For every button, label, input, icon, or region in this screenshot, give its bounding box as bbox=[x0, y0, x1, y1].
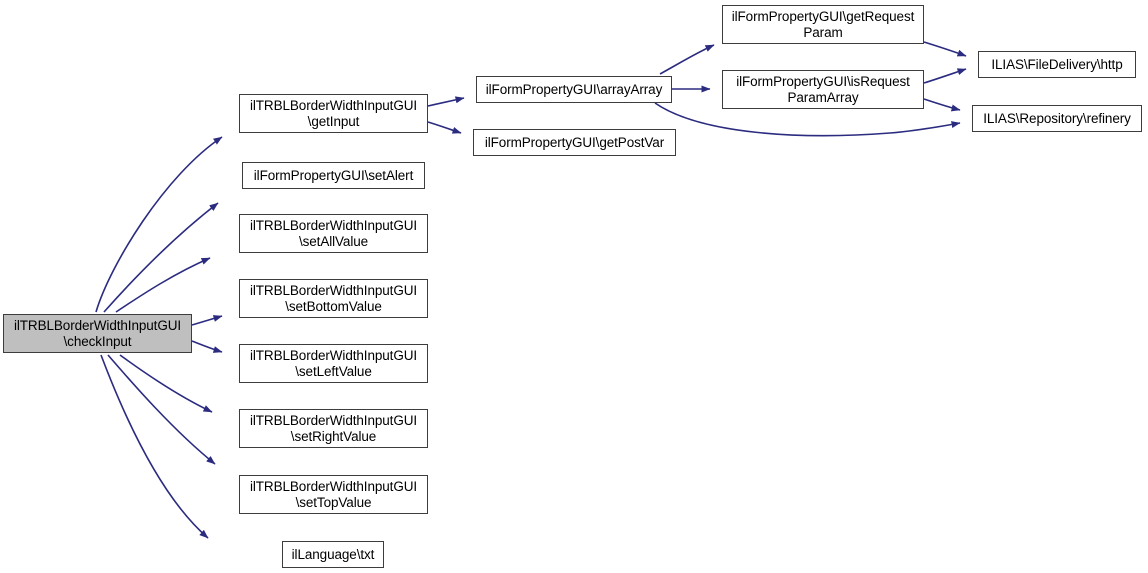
graph-node-langTxt[interactable]: ilLanguage\txt bbox=[282, 541, 384, 568]
graph-node-label: ilLanguage\txt bbox=[291, 546, 375, 562]
graph-edge-isRequestParamArray-refinery bbox=[923, 98, 961, 112]
graph-node-label: ilTRBLBorderWidthInputGUI \setLeftValue bbox=[249, 348, 418, 379]
graph-edge-isRequestParamArray-http bbox=[923, 68, 967, 84]
graph-edge-arrayArray-getRequestParam bbox=[659, 44, 715, 75]
graph-edge-checkInput-setAllValue bbox=[115, 257, 211, 313]
graph-node-setTopValue[interactable]: ilTRBLBorderWidthInputGUI \setTopValue bbox=[239, 475, 428, 514]
graph-node-label: ilFormPropertyGUI\isRequest ParamArray bbox=[736, 74, 910, 105]
graph-node-getInput[interactable]: ilTRBLBorderWidthInputGUI \getInput bbox=[239, 94, 428, 133]
graph-node-setBottomValue[interactable]: ilTRBLBorderWidthInputGUI \setBottomValu… bbox=[239, 279, 428, 318]
graph-node-getPostVar[interactable]: ilFormPropertyGUI\getPostVar bbox=[473, 129, 676, 156]
graph-node-label: ILIAS\FileDelivery\http bbox=[991, 56, 1123, 72]
graph-node-label: ilTRBLBorderWidthInputGUI \setTopValue bbox=[249, 479, 418, 510]
graph-edge-getInput-getPostVar bbox=[427, 121, 462, 134]
graph-edge-checkInput-getInput bbox=[95, 136, 223, 313]
graph-edges bbox=[95, 41, 967, 539]
graph-edge-checkInput-setLeftValue bbox=[191, 340, 223, 353]
graph-node-setLeftValue[interactable]: ilTRBLBorderWidthInputGUI \setLeftValue bbox=[239, 344, 428, 383]
graph-node-label: ilTRBLBorderWidthInputGUI \setRightValue bbox=[249, 413, 418, 444]
graph-node-checkInput[interactable]: ilTRBLBorderWidthInputGUI \checkInput bbox=[3, 314, 192, 353]
graph-node-setRightValue[interactable]: ilTRBLBorderWidthInputGUI \setRightValue bbox=[239, 409, 428, 448]
graph-node-label: ilTRBLBorderWidthInputGUI \setAllValue bbox=[249, 218, 418, 249]
graph-edge-getInput-arrayArray bbox=[427, 96, 465, 107]
graph-node-arrayArray[interactable]: ilFormPropertyGUI\arrayArray bbox=[476, 76, 672, 103]
graph-edge-checkInput-setBottomValue bbox=[191, 315, 223, 326]
graph-node-label: ILIAS\Repository\refinery bbox=[983, 110, 1131, 126]
graph-node-setAlert[interactable]: ilFormPropertyGUI\setAlert bbox=[242, 162, 425, 189]
graph-node-refinery[interactable]: ILIAS\Repository\refinery bbox=[972, 105, 1142, 132]
graph-node-label: ilFormPropertyGUI\getRequest Param bbox=[731, 9, 915, 40]
graph-edge-checkInput-setTopValue bbox=[107, 354, 216, 465]
graph-node-label: ilTRBLBorderWidthInputGUI \checkInput bbox=[13, 318, 182, 349]
graph-node-getRequestParam[interactable]: ilFormPropertyGUI\getRequest Param bbox=[722, 5, 924, 44]
graph-node-httpDelivery[interactable]: ILIAS\FileDelivery\http bbox=[978, 51, 1136, 78]
graph-node-label: ilFormPropertyGUI\getPostVar bbox=[484, 134, 665, 150]
graph-node-setAllValue[interactable]: ilTRBLBorderWidthInputGUI \setAllValue bbox=[239, 214, 428, 253]
graph-node-label: ilFormPropertyGUI\setAlert bbox=[253, 167, 414, 183]
graph-edge-checkInput-langTxt bbox=[100, 354, 209, 539]
graph-node-label: ilFormPropertyGUI\arrayArray bbox=[485, 81, 663, 97]
graph-edge-checkInput-setRightValue bbox=[119, 354, 213, 413]
graph-node-label: ilTRBLBorderWidthInputGUI \getInput bbox=[249, 98, 418, 129]
graph-node-isRequestParamArray[interactable]: ilFormPropertyGUI\isRequest ParamArray bbox=[722, 70, 924, 109]
graph-node-label: ilTRBLBorderWidthInputGUI \setBottomValu… bbox=[249, 283, 418, 314]
graph-edge-checkInput-setAlert bbox=[103, 202, 219, 313]
graph-edge-getRequestParam-http bbox=[923, 41, 967, 57]
